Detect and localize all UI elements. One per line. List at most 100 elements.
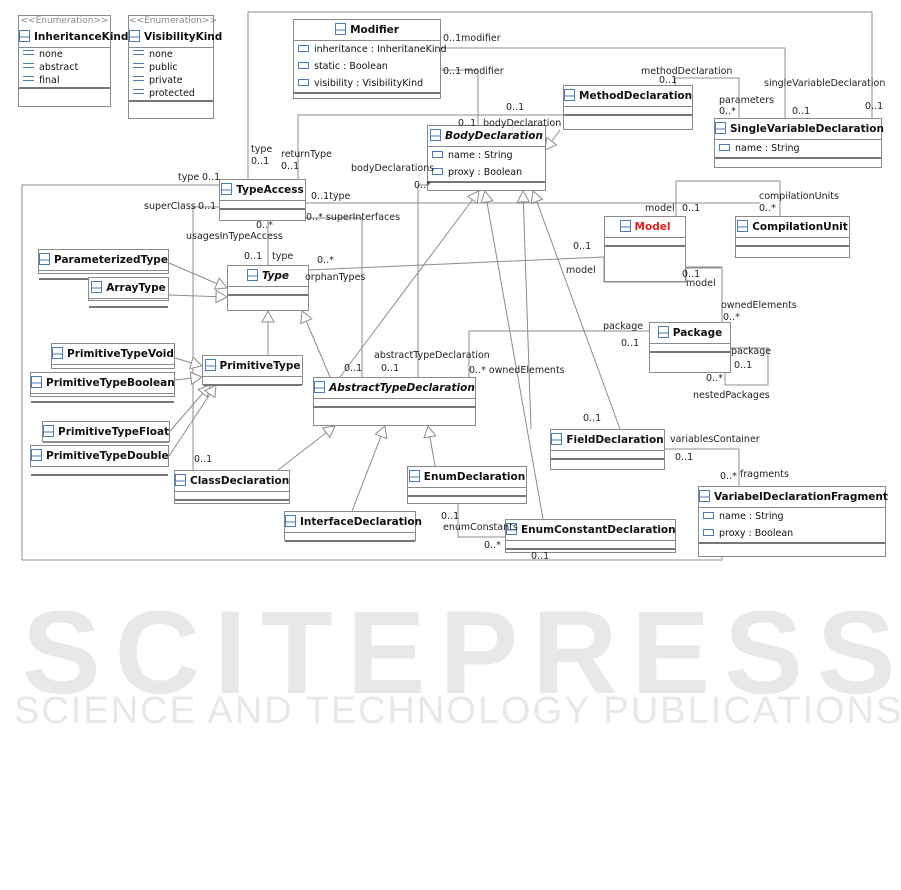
class-type-access[interactable]: TypeAccess bbox=[219, 179, 306, 221]
enum-literal[interactable]: none bbox=[129, 48, 213, 61]
attribute-icon bbox=[719, 144, 730, 151]
association-end-label: model bbox=[566, 265, 596, 276]
class-primitive-type[interactable]: PrimitiveType bbox=[202, 355, 303, 386]
association-end-label: superClass bbox=[144, 201, 196, 212]
association-end-label: singleVariableDeclaration bbox=[764, 78, 886, 89]
attributes-compartment bbox=[31, 466, 168, 474]
association-end-label: bodyDeclarations bbox=[351, 163, 435, 174]
class-package[interactable]: Package bbox=[649, 322, 731, 373]
class-abstract-type-declaration[interactable]: AbstractTypeDeclaration bbox=[313, 377, 476, 426]
class-type[interactable]: Type bbox=[227, 265, 309, 311]
class-primitive-type-void[interactable]: PrimitiveTypeVoid bbox=[51, 343, 175, 374]
operations-compartment bbox=[129, 100, 213, 109]
class-enum-constant-declaration[interactable]: EnumConstantDeclaration bbox=[505, 519, 676, 553]
association-end-label: fragments bbox=[740, 469, 789, 480]
class-icon bbox=[43, 425, 54, 437]
association-end-label: 0..1 bbox=[734, 360, 753, 371]
attributes-compartment: name : String bbox=[715, 139, 881, 157]
attribute[interactable]: proxy : Boolean bbox=[699, 525, 885, 542]
class-header: Package bbox=[650, 323, 730, 343]
association-end-label: enumConstants bbox=[443, 522, 518, 533]
operations-compartment bbox=[285, 540, 415, 549]
class-field-declaration[interactable]: FieldDeclaration bbox=[550, 429, 665, 470]
class-icon bbox=[408, 470, 420, 482]
enumeration-icon bbox=[19, 30, 30, 42]
class-primitive-type-double[interactable]: PrimitiveTypeDouble bbox=[30, 445, 169, 476]
association-end-label: model bbox=[686, 278, 716, 289]
operations-compartment bbox=[408, 495, 526, 504]
association-end-label: 0..1 bbox=[194, 454, 213, 465]
attributes-compartment bbox=[314, 398, 475, 406]
class-parameterized-type[interactable]: ParameterizedType bbox=[38, 249, 169, 280]
class-class-declaration[interactable]: ClassDeclaration bbox=[174, 470, 290, 504]
class-compilation-unit[interactable]: CompilationUnit bbox=[735, 216, 850, 258]
association-end-label: package bbox=[603, 321, 644, 332]
class-name: FieldDeclaration bbox=[566, 434, 664, 446]
association-end-label: 0..1 bbox=[675, 452, 694, 463]
attribute[interactable]: name : String bbox=[699, 508, 885, 525]
class-header: EnumConstantDeclaration bbox=[506, 520, 676, 540]
class-interface-declaration[interactable]: InterfaceDeclaration bbox=[284, 511, 422, 542]
enum-literal[interactable]: public bbox=[129, 61, 213, 74]
stereotype-label: <<Enumeration>> bbox=[20, 16, 109, 26]
attributes-compartment bbox=[175, 491, 289, 499]
association-bodydeclarations bbox=[417, 184, 430, 377]
attribute-icon bbox=[703, 529, 714, 536]
class-header: PrimitiveType bbox=[203, 356, 302, 376]
attributes-compartment bbox=[220, 200, 305, 208]
association-end-label: 0..1 bbox=[506, 102, 525, 113]
class-array-type[interactable]: ArrayType bbox=[88, 277, 169, 308]
class-primitive-type-boolean[interactable]: PrimitiveTypeBoolean bbox=[30, 372, 175, 403]
operations-compartment bbox=[89, 306, 168, 315]
attribute-text: name : String bbox=[735, 143, 800, 154]
enum-literal[interactable]: none bbox=[19, 48, 110, 61]
generalization-line bbox=[522, 190, 532, 430]
generalization-arrowhead bbox=[530, 190, 544, 205]
association-end-label: type bbox=[178, 172, 200, 183]
class-name: InterfaceDeclaration bbox=[300, 516, 423, 528]
attribute[interactable]: proxy : Boolean bbox=[428, 164, 545, 181]
enum-literal[interactable]: abstract bbox=[19, 61, 110, 74]
operations-compartment bbox=[506, 548, 675, 557]
attribute[interactable]: visibility : VisibilityKind bbox=[294, 75, 440, 92]
attribute[interactable]: inheritance : InheritaneKind bbox=[294, 41, 447, 58]
attribute[interactable]: static : Boolean bbox=[294, 58, 440, 75]
class-icon bbox=[737, 220, 749, 232]
enumeration-icon bbox=[129, 30, 140, 42]
operations-compartment bbox=[314, 406, 475, 415]
association-end-label: usagesInTypeAccess bbox=[186, 231, 283, 242]
class-header: Model bbox=[605, 217, 685, 237]
class-name: Modifier bbox=[350, 24, 399, 36]
attribute-icon bbox=[703, 512, 714, 519]
association-end-label: 0..1 modifier bbox=[443, 66, 504, 77]
class-primitive-type-float[interactable]: PrimitiveTypeFloat bbox=[42, 421, 170, 452]
association-end-label: compilationUnits bbox=[759, 191, 839, 202]
class-method-declaration[interactable]: MethodDeclaration bbox=[563, 85, 693, 130]
attributes-compartment bbox=[506, 540, 675, 548]
attribute[interactable]: name : String bbox=[428, 147, 545, 164]
class-enum-declaration[interactable]: EnumDeclaration bbox=[407, 466, 527, 504]
association-end-label: 0..* ownedElements bbox=[469, 365, 565, 376]
class-name: PrimitiveTypeFloat bbox=[58, 426, 170, 438]
class-name: PrimitiveTypeDouble bbox=[46, 450, 169, 462]
enum-literal[interactable]: private bbox=[129, 74, 213, 87]
class-icon bbox=[657, 326, 669, 338]
class-header: Modifier bbox=[294, 20, 440, 40]
class-model[interactable]: Model bbox=[604, 216, 686, 282]
attributes-compartment bbox=[605, 237, 685, 245]
association-end-label: bodyDeclaration bbox=[483, 118, 562, 129]
attribute-text: proxy : Boolean bbox=[448, 167, 523, 178]
generalization-arrowhead bbox=[423, 424, 437, 439]
attribute[interactable]: name : String bbox=[715, 140, 881, 157]
enum-literal[interactable]: protected bbox=[129, 87, 213, 100]
literal-text: private bbox=[149, 75, 183, 86]
generalization-arrowhead bbox=[189, 356, 204, 370]
enum-literal[interactable]: final bbox=[19, 74, 110, 87]
